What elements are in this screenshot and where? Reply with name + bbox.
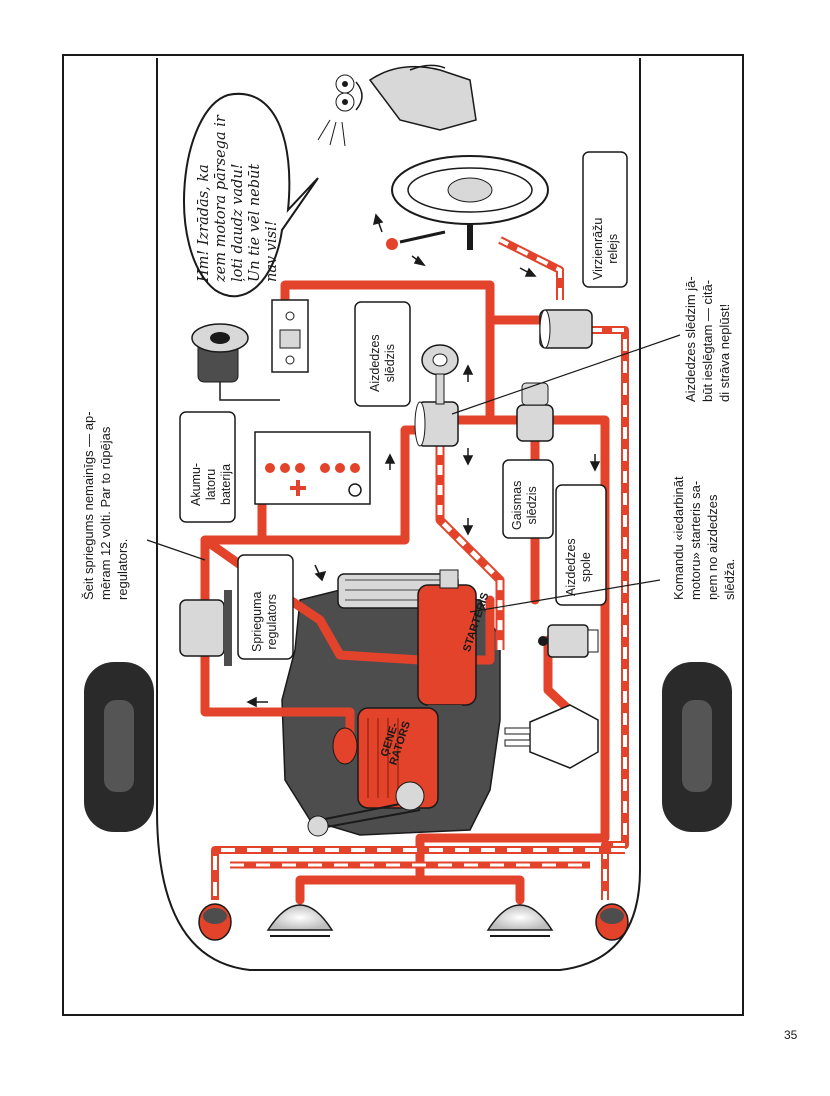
steering-wheel-icon	[386, 155, 549, 250]
generator-icon	[307, 707, 439, 837]
character-icon	[317, 64, 477, 147]
ignition-switch-label: Aizdedzes slēdzis	[368, 334, 397, 392]
ignition-coil-icon	[538, 624, 599, 658]
page-number: 35	[784, 1028, 798, 1042]
tail-light-icon	[595, 903, 629, 941]
ignition-switch-label-box	[354, 301, 411, 407]
speech-bubble-text: Hm! Izrādās, ka zem motora pārsega ir ļo…	[196, 115, 280, 282]
leader-lines	[146, 334, 681, 613]
figure-frame	[62, 54, 744, 1016]
battery-label-box	[179, 411, 236, 523]
ignition-note: Aizdedzes slēdzim jā- būt ieslēgtam — ci…	[683, 276, 732, 402]
battery-icon	[254, 431, 371, 505]
tail-light-icon	[198, 903, 232, 941]
speaker-icon	[191, 323, 280, 401]
headlight-icon	[266, 904, 334, 937]
ignition-coil-label-box	[555, 484, 607, 606]
light-switch-label-box	[502, 459, 554, 539]
ignition-switch-icon	[414, 401, 459, 447]
speech-bubble	[183, 92, 319, 298]
headlight-icon	[486, 904, 554, 937]
light-switch-label: Gaismas slēdzis	[510, 480, 539, 530]
ignition-coil-label: Aizdedzes spole	[564, 538, 593, 596]
distributor-icon	[504, 704, 599, 769]
starter-note: Komandu «iedarbināt motoru» starteris sa…	[671, 476, 737, 600]
wheel-icon	[84, 662, 154, 832]
ignition-key-icon	[421, 344, 459, 405]
turn-relay-label: Virzienrāžu relejs	[591, 217, 620, 280]
voltage-regulator-icon	[179, 590, 232, 666]
starter-motor-icon	[417, 569, 477, 715]
flow-arrows	[246, 213, 601, 708]
turn-relay-label-box	[582, 151, 628, 288]
voltage-regulator-label-box	[237, 554, 294, 660]
dashed-wiring	[211, 236, 629, 900]
battery-label: Akumu- latoru baterija	[189, 462, 233, 506]
light-switch-icon	[516, 382, 554, 442]
fuse-box-icon	[271, 299, 309, 373]
voltage-regulator-label: Sprieguma regulators	[250, 591, 279, 652]
car-body-outline	[156, 58, 641, 971]
voltage-note: Šeit spriegums nemainīgs — ap- mēram 12 …	[81, 411, 130, 600]
turn-relay-icon	[539, 309, 593, 349]
wheel-icon	[662, 662, 732, 832]
